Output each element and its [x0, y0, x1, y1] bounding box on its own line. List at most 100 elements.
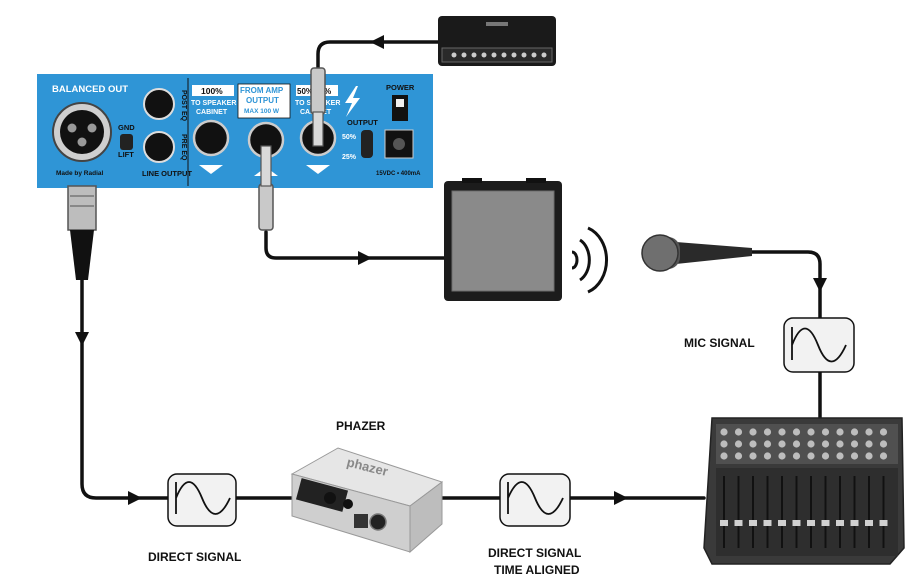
fader-cap[interactable] — [821, 520, 830, 526]
mixer-knob[interactable] — [865, 440, 873, 448]
fader-slot — [781, 476, 783, 548]
mixer-knob[interactable] — [763, 452, 772, 460]
arrow-right-mixer — [614, 491, 628, 505]
lift-label: LIFT — [118, 150, 134, 159]
mixer-knob[interactable] — [720, 428, 728, 436]
fader-slot — [853, 476, 856, 548]
phazer-unit: phazer — [290, 447, 444, 554]
phazer-knob-1[interactable] — [324, 492, 336, 504]
arrows — [75, 35, 827, 505]
brand-label: Made by Radial — [56, 170, 104, 177]
plug-bottom — [258, 183, 274, 231]
power-switch[interactable] — [392, 95, 408, 121]
mixer-knob[interactable] — [821, 428, 830, 436]
fader-slot — [752, 476, 754, 548]
mixer-knob[interactable] — [749, 452, 757, 460]
fader-slot — [795, 476, 798, 548]
cables — [80, 40, 822, 500]
line-output-label: LINE OUTPUT — [142, 169, 192, 178]
mixer-knob[interactable] — [734, 428, 743, 436]
mixer-knob[interactable] — [850, 428, 859, 436]
post-eq-jack[interactable] — [143, 88, 175, 120]
fader-slot — [810, 476, 812, 548]
output-switch[interactable] — [361, 130, 373, 158]
mixer-knob[interactable] — [836, 428, 844, 436]
mixer-knob[interactable] — [792, 440, 801, 448]
mixer-knob[interactable] — [763, 440, 772, 448]
xlr-cable — [67, 185, 97, 280]
direct-signal-label: DIRECT SIGNAL — [148, 550, 241, 564]
mic-wave-icon — [791, 327, 847, 363]
mixer-knob[interactable] — [749, 428, 757, 436]
mic-signal-box — [783, 317, 855, 373]
fader-cap[interactable] — [763, 520, 772, 526]
speaker-cabinet — [444, 178, 562, 301]
fader-cap[interactable] — [778, 520, 786, 526]
speaker-out-100-jack[interactable] — [192, 119, 230, 157]
fader-cap[interactable] — [879, 520, 888, 526]
fader-cap[interactable] — [836, 520, 844, 526]
mixer-knob[interactable] — [792, 428, 801, 436]
fader-cap[interactable] — [807, 520, 815, 526]
arrow-down-left — [75, 332, 89, 346]
gnd-label: GND — [118, 123, 135, 132]
fader-slot — [723, 476, 725, 548]
output-label: OUTPUT — [347, 118, 378, 127]
arrow-cab-right — [358, 251, 372, 265]
jack-plugs — [258, 67, 326, 231]
mixer-knob[interactable] — [778, 452, 786, 460]
arrow-right-direct — [128, 491, 142, 505]
mixer-knob[interactable] — [778, 428, 786, 436]
fader-cap[interactable] — [734, 520, 743, 526]
mixer-knob[interactable] — [821, 440, 830, 448]
direct-signal-box — [167, 473, 237, 527]
mixer-knob[interactable] — [807, 452, 815, 460]
mixer-knob[interactable] — [836, 440, 844, 448]
mixer-knob[interactable] — [821, 452, 830, 460]
sound-waves-icon — [571, 226, 609, 294]
mixer-knob[interactable] — [778, 440, 786, 448]
fader-cap[interactable] — [749, 520, 757, 526]
mixer-knob[interactable] — [807, 440, 815, 448]
mixer-knob[interactable] — [763, 428, 772, 436]
fader-slot — [824, 476, 827, 548]
mixer-knob[interactable] — [865, 428, 873, 436]
mixer-knob[interactable] — [734, 452, 743, 460]
mixer-knob[interactable] — [850, 452, 859, 460]
mixer-knob[interactable] — [720, 440, 728, 448]
direct-time-label-1: DIRECT SIGNAL — [488, 546, 581, 560]
phazer-knob-2[interactable] — [343, 499, 353, 509]
mixer-knob[interactable] — [749, 440, 757, 448]
mixer-knob[interactable] — [879, 440, 888, 448]
mixer-knob[interactable] — [865, 452, 873, 460]
mixer-knob[interactable] — [720, 452, 728, 460]
balanced-out-label: BALANCED OUT — [52, 84, 128, 95]
mixer-knob[interactable] — [836, 452, 844, 460]
mixer-knob[interactable] — [850, 440, 859, 448]
phazer-jack[interactable] — [369, 513, 387, 531]
fader-cap[interactable] — [865, 520, 873, 526]
fader-slot — [737, 476, 740, 548]
cable-panel-to-cab — [264, 230, 446, 260]
microphone-icon — [641, 234, 752, 272]
fader-cap[interactable] — [720, 520, 728, 526]
fader-slot — [868, 476, 870, 548]
pre-eq-jack[interactable] — [143, 131, 175, 163]
fader-cap[interactable] — [792, 520, 801, 526]
cable-mic — [750, 250, 822, 320]
mixer-knob[interactable] — [879, 452, 888, 460]
power-label: POWER — [386, 83, 415, 92]
fader-slot — [766, 476, 769, 548]
fader-cap[interactable] — [850, 520, 859, 526]
pct-100-label: 100% — [201, 86, 223, 96]
mixer-knob[interactable] — [734, 440, 743, 448]
sw-25-label: 25% — [342, 154, 357, 161]
direct-wave-icon — [175, 481, 231, 515]
fader-slot — [882, 476, 885, 548]
ground-lift-switch[interactable] — [120, 134, 133, 150]
mixer-knob[interactable] — [807, 428, 815, 436]
mixer-knob[interactable] — [792, 452, 801, 460]
mic-signal-label: MIC SIGNAL — [684, 336, 755, 350]
mixer-knob[interactable] — [879, 428, 888, 436]
